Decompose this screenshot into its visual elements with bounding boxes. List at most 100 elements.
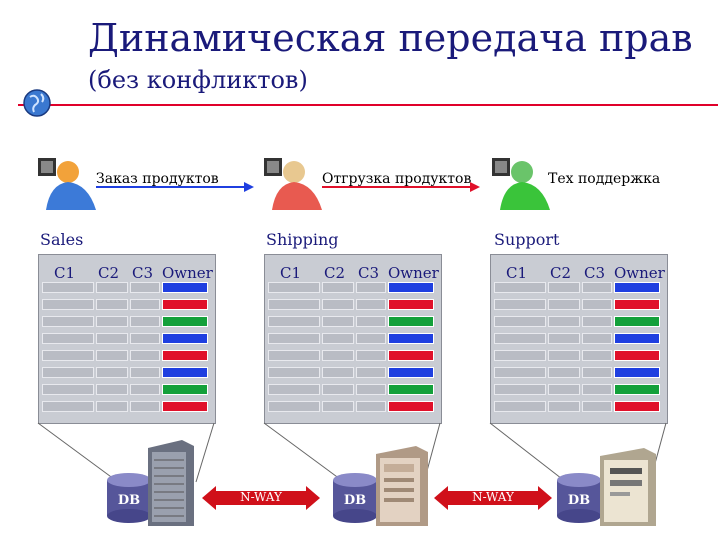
shipping-database-icon	[333, 473, 377, 523]
slide-title: Динамическая передача прав	[88, 16, 693, 60]
shipping-role-label: Отгрузка продуктов	[322, 171, 472, 187]
support-table-cell	[548, 384, 580, 395]
shipping-db-label: DB	[343, 493, 367, 508]
sales-table-cell	[96, 299, 128, 310]
support-server-icon	[600, 448, 656, 526]
sales-owner-cell	[162, 333, 208, 344]
nway-link-2	[434, 486, 552, 510]
sales-role-label: Заказ продуктов	[96, 171, 219, 187]
shipping-owner-cell	[388, 350, 434, 361]
sales-table-cell	[130, 333, 160, 344]
support-table-cell	[582, 333, 612, 344]
nway-link-1	[202, 486, 320, 510]
shipping-owner-cell	[388, 299, 434, 310]
sales-column-header: C2	[98, 264, 120, 282]
sales-dept-label: Sales	[40, 230, 84, 249]
shipping-table-cell	[322, 299, 354, 310]
shipping-table-cell	[268, 299, 320, 310]
shipping-column-header: C2	[324, 264, 346, 282]
sales-table-cell	[130, 282, 160, 293]
shipping-dept-label: Shipping	[266, 230, 339, 249]
sales-owner-cell	[162, 316, 208, 327]
shipping-server-icon	[376, 446, 428, 526]
sales-to-shipping-arrow	[96, 182, 254, 192]
support-column-header: C3	[584, 264, 606, 282]
support-table-cell	[582, 316, 612, 327]
sales-table-cell	[96, 384, 128, 395]
sales-table-cell	[96, 401, 128, 412]
support-role-label: Тех поддержка	[548, 171, 661, 187]
shipping-user-icon	[264, 158, 322, 210]
support-table-cell	[582, 367, 612, 378]
sales-table-cell	[42, 299, 94, 310]
sales-user-icon	[38, 158, 96, 210]
support-table-cell	[582, 350, 612, 361]
support-db-label: DB	[567, 493, 591, 508]
sales-owner-cell	[162, 367, 208, 378]
shipping-table-cell	[356, 401, 386, 412]
sales-table-cell	[42, 333, 94, 344]
shipping-table-cell	[268, 384, 320, 395]
shipping-table-cell	[268, 367, 320, 378]
support-column-header: C1	[506, 264, 528, 282]
sales-table-cell	[130, 316, 160, 327]
support-table-cell	[582, 401, 612, 412]
sales-table-cell	[96, 282, 128, 293]
sales-table-cell	[42, 401, 94, 412]
shipping-table-cell	[268, 333, 320, 344]
nway-label-1: N-WAY	[240, 490, 282, 504]
shipping-table-cell	[356, 367, 386, 378]
support-table-cell	[548, 350, 580, 361]
sales-owner-cell	[162, 384, 208, 395]
support-table-cell	[548, 401, 580, 412]
support-owner-cell	[614, 401, 660, 412]
support-table-cell	[548, 299, 580, 310]
support-table-cell	[582, 384, 612, 395]
sales-column-header: C1	[54, 264, 76, 282]
shipping-table-cell	[356, 333, 386, 344]
shipping-table-cell	[322, 350, 354, 361]
sales-table-cell	[42, 282, 94, 293]
support-table-cell	[494, 401, 546, 412]
sales-table-cell	[42, 384, 94, 395]
shipping-column-header: Owner	[388, 264, 439, 282]
shipping-column-header: C3	[358, 264, 380, 282]
nway-label-2: N-WAY	[472, 490, 514, 504]
support-table-cell	[494, 299, 546, 310]
shipping-table-cell	[268, 282, 320, 293]
sales-table-cell	[42, 316, 94, 327]
sales-column-header: Owner	[162, 264, 213, 282]
support-column-header: C2	[550, 264, 572, 282]
support-table-cell	[494, 384, 546, 395]
sales-owner-cell	[162, 401, 208, 412]
sales-table-cell	[96, 316, 128, 327]
sales-table-cell	[42, 367, 94, 378]
shipping-table-cell	[356, 384, 386, 395]
sales-owner-cell	[162, 282, 208, 293]
support-owner-cell	[614, 299, 660, 310]
shipping-table-cell	[322, 401, 354, 412]
shipping-owner-cell	[388, 384, 434, 395]
support-dept-label: Support	[494, 230, 560, 249]
shipping-table-cell	[356, 350, 386, 361]
support-table-cell	[494, 316, 546, 327]
sales-table-cell	[96, 367, 128, 378]
support-table-cell	[494, 367, 546, 378]
sales-table-cell	[130, 384, 160, 395]
sales-table-cell	[130, 367, 160, 378]
shipping-table-cell	[322, 384, 354, 395]
sales-table-cell	[42, 350, 94, 361]
shipping-table-cell	[322, 282, 354, 293]
shipping-owner-cell	[388, 401, 434, 412]
shipping-table-cell	[322, 367, 354, 378]
support-column-header: Owner	[614, 264, 665, 282]
shipping-table-cell	[356, 282, 386, 293]
sales-table-cell	[96, 333, 128, 344]
support-table-cell	[548, 333, 580, 344]
support-owner-cell	[614, 282, 660, 293]
shipping-owner-cell	[388, 367, 434, 378]
shipping-table-cell	[268, 316, 320, 327]
title-divider	[18, 104, 718, 106]
slide-subtitle: (без конфликтов)	[88, 66, 308, 94]
shipping-table-cell	[356, 316, 386, 327]
